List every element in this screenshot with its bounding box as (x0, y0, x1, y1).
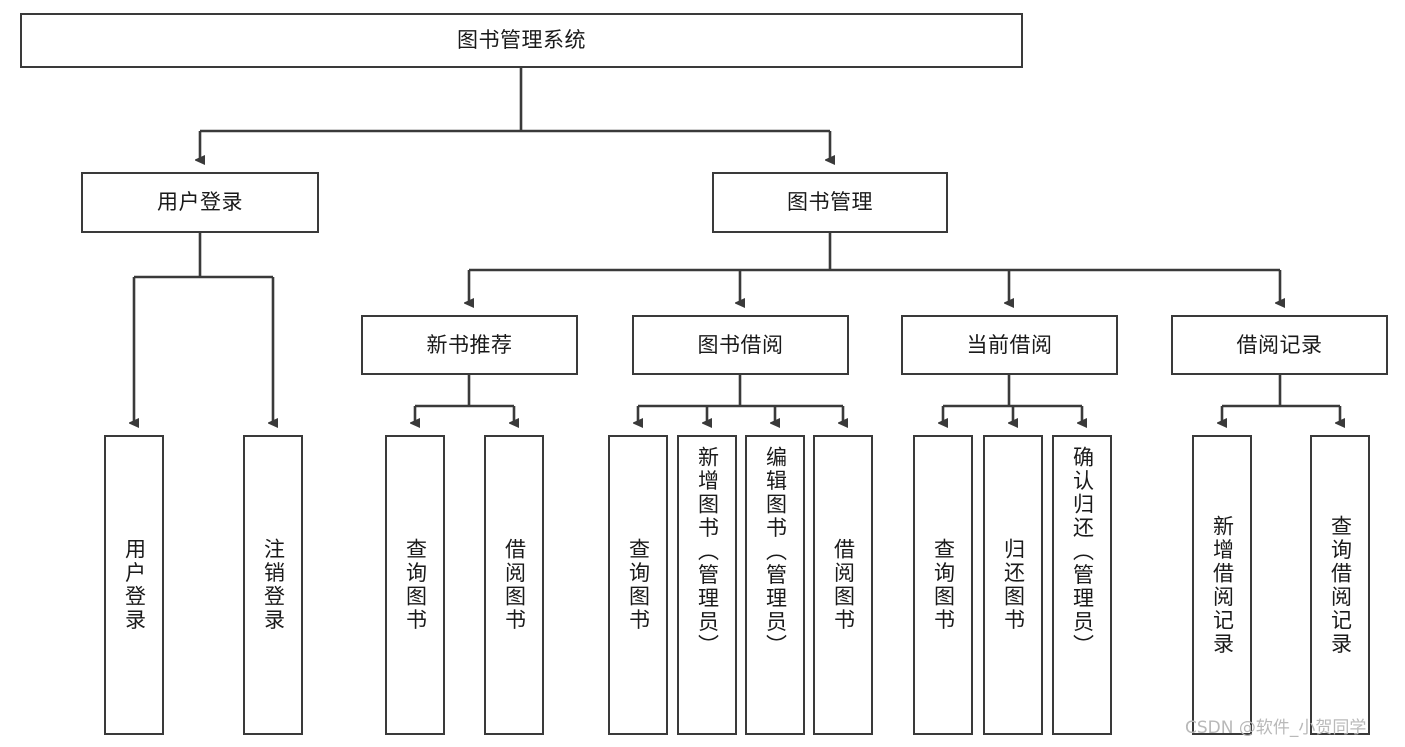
node-leaf-borrow-book-2-label: 借阅图书 (831, 538, 856, 632)
node-book-borrow[interactable]: 图书借阅 (632, 315, 849, 375)
node-leaf-logout[interactable]: 注销登录 (243, 435, 303, 735)
node-root[interactable]: 图书管理系统 (20, 13, 1023, 68)
node-book-manage-label: 图书管理 (787, 190, 873, 215)
node-current-borrow-label: 当前借阅 (966, 332, 1053, 357)
node-leaf-user-login[interactable]: 用户登录 (104, 435, 164, 735)
node-leaf-add-book-label: 新增图书（管理员） (695, 446, 720, 658)
node-leaf-query-book-1-label: 查询图书 (403, 538, 428, 632)
node-leaf-add-record[interactable]: 新增借阅记录 (1192, 435, 1252, 735)
node-leaf-logout-label: 注销登录 (261, 538, 286, 632)
node-leaf-query-book-2-label: 查询图书 (626, 538, 651, 632)
node-book-manage[interactable]: 图书管理 (712, 172, 948, 233)
node-leaf-edit-book[interactable]: 编辑图书（管理员） (745, 435, 805, 735)
node-leaf-query-book-1[interactable]: 查询图书 (385, 435, 445, 735)
node-leaf-query-book-3-label: 查询图书 (931, 538, 956, 632)
node-leaf-query-record-label: 查询借阅记录 (1328, 514, 1353, 656)
node-leaf-confirm-return-label: 确认归还（管理员） (1070, 446, 1095, 658)
node-leaf-return-book[interactable]: 归还图书 (983, 435, 1043, 735)
node-leaf-query-book-2[interactable]: 查询图书 (608, 435, 668, 735)
node-borrow-record-label: 借阅记录 (1236, 332, 1323, 357)
node-leaf-confirm-return[interactable]: 确认归还（管理员） (1052, 435, 1112, 735)
node-current-borrow[interactable]: 当前借阅 (901, 315, 1118, 375)
node-leaf-borrow-book-1-label: 借阅图书 (502, 538, 527, 632)
node-leaf-query-record[interactable]: 查询借阅记录 (1310, 435, 1370, 735)
node-leaf-add-record-label: 新增借阅记录 (1210, 514, 1235, 656)
node-root-label: 图书管理系统 (457, 28, 586, 53)
node-book-borrow-label: 图书借阅 (697, 332, 784, 357)
node-new-book-recommend[interactable]: 新书推荐 (361, 315, 578, 375)
node-leaf-user-login-label: 用户登录 (122, 538, 147, 632)
node-leaf-add-book[interactable]: 新增图书（管理员） (677, 435, 737, 735)
node-user-login-label: 用户登录 (157, 190, 243, 215)
node-user-login[interactable]: 用户登录 (81, 172, 319, 233)
node-leaf-query-book-3[interactable]: 查询图书 (913, 435, 973, 735)
node-leaf-borrow-book-2[interactable]: 借阅图书 (813, 435, 873, 735)
node-new-book-recommend-label: 新书推荐 (426, 332, 513, 357)
csdn-watermark: CSDN @软件_小贺同学 (1185, 718, 1367, 738)
node-leaf-borrow-book-1[interactable]: 借阅图书 (484, 435, 544, 735)
node-leaf-return-book-label: 归还图书 (1001, 538, 1026, 632)
node-borrow-record[interactable]: 借阅记录 (1171, 315, 1388, 375)
node-leaf-edit-book-label: 编辑图书（管理员） (763, 446, 788, 658)
